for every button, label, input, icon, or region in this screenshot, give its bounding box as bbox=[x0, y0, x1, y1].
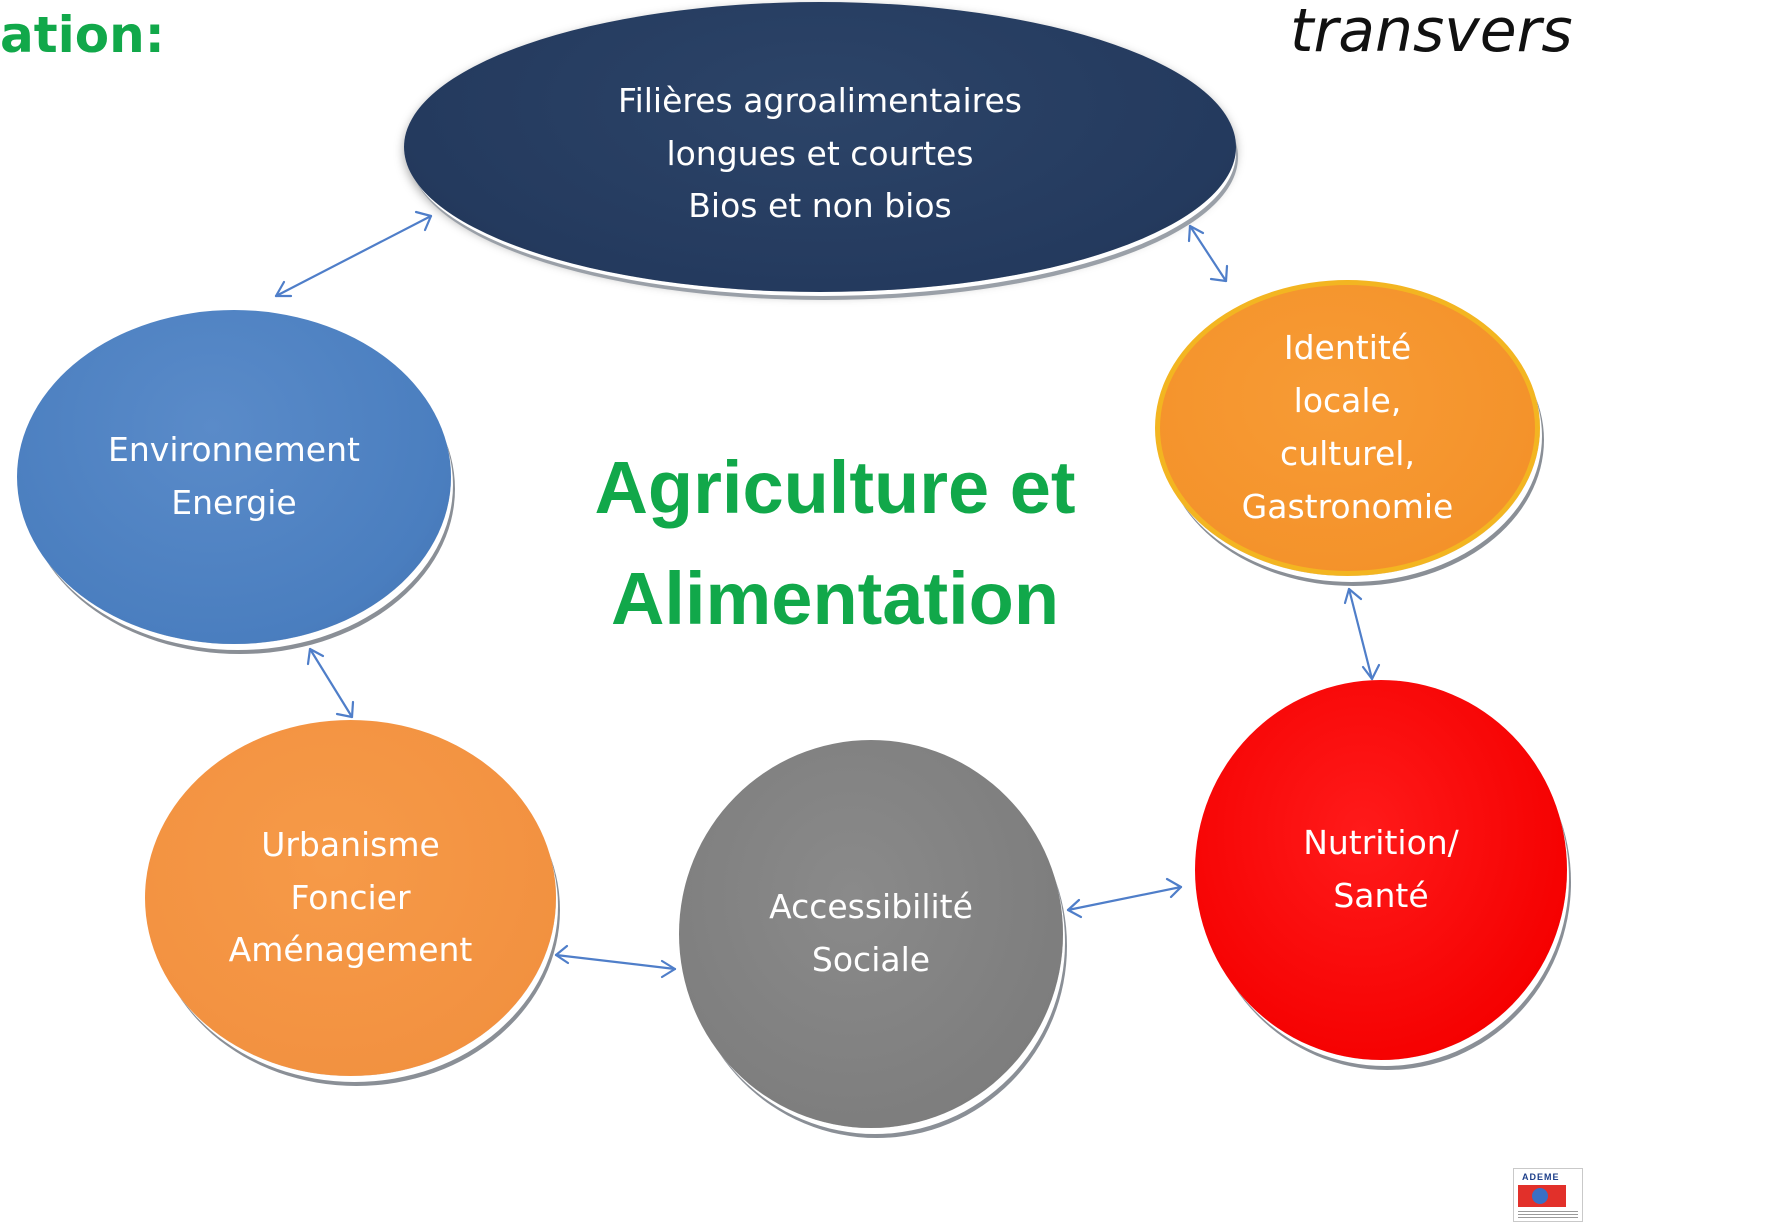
node-accessibilite-sociale: Accessibilité Sociale bbox=[679, 740, 1063, 1128]
arrow-identite-nutrition bbox=[1347, 587, 1374, 681]
node-filieres-label: Filières agroalimentaires longues et cou… bbox=[617, 80, 1022, 226]
logo-text: ADEME bbox=[1522, 1172, 1560, 1182]
logo-emblem-icon bbox=[1518, 1185, 1566, 1207]
arrow-filieres-identite bbox=[1188, 224, 1228, 283]
arrow-filieres-environnement bbox=[274, 214, 433, 298]
arrow-urbanisme-accessibilite bbox=[554, 953, 677, 971]
ademe-logo: ADEME bbox=[1513, 1168, 1583, 1222]
arrow-environnement-urbanisme bbox=[308, 647, 354, 719]
node-environnement-label: Environnement Energie bbox=[108, 430, 360, 522]
center-title: Agriculture et Alimentation bbox=[594, 446, 1076, 640]
header-left-fragment: ation: bbox=[0, 6, 165, 64]
node-identite-label: Identité locale, culturel, Gastronomie bbox=[1241, 328, 1454, 526]
header-right-fragment: transvers bbox=[1290, 0, 1573, 66]
node-urbanisme-label: Urbanisme Foncier Aménagement bbox=[228, 824, 473, 970]
node-environnement-energie: Environnement Energie bbox=[17, 310, 451, 644]
node-accessibilite-label: Accessibilité Sociale bbox=[769, 887, 973, 979]
node-identite-locale: Identité locale, culturel, Gastronomie bbox=[1155, 280, 1540, 576]
node-nutrition-sante: Nutrition/ Santé bbox=[1195, 680, 1567, 1060]
arrow-accessibilite-nutrition bbox=[1066, 885, 1183, 912]
node-nutrition-label: Nutrition/ Santé bbox=[1303, 823, 1459, 915]
node-filieres-agroalimentaires: Filières agroalimentaires longues et cou… bbox=[404, 2, 1236, 292]
node-urbanisme-foncier: Urbanisme Foncier Aménagement bbox=[145, 720, 556, 1076]
logo-caption-lines bbox=[1518, 1211, 1578, 1219]
